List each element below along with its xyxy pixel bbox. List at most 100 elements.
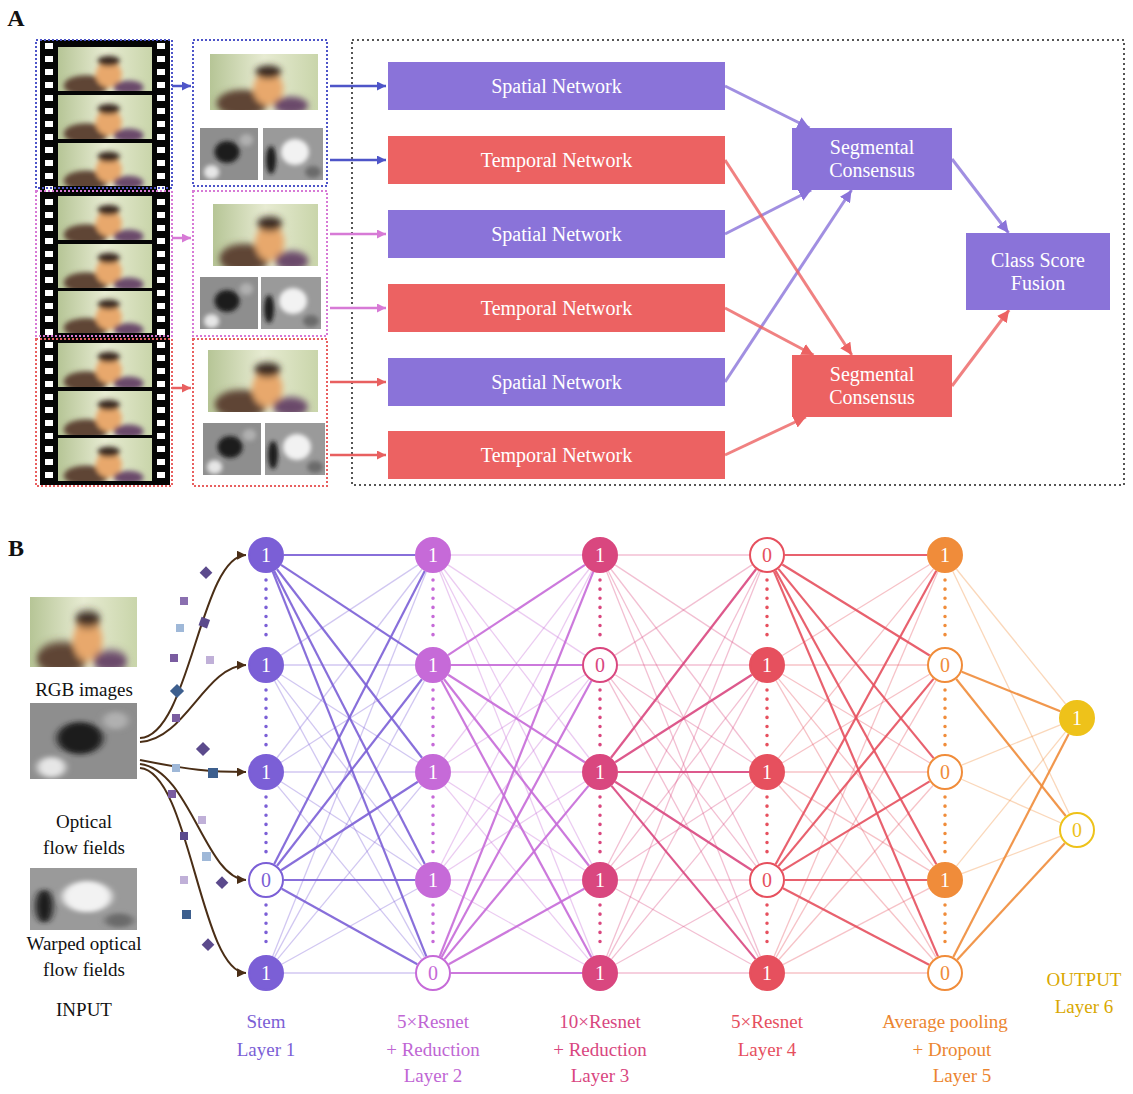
network-connection xyxy=(778,569,933,758)
neuron-circle: 0 xyxy=(749,537,785,573)
network-connection xyxy=(284,972,415,973)
particle xyxy=(170,684,184,698)
neuron-value: 0 xyxy=(940,762,950,782)
layer-label: Layer 3 xyxy=(571,1066,630,1087)
video-frame xyxy=(58,438,152,486)
network-connection xyxy=(616,889,752,964)
flow-snippet xyxy=(265,423,325,475)
network-box: Spatial Network xyxy=(388,210,725,258)
neuron-circle: 1 xyxy=(582,955,618,991)
input-arrow xyxy=(330,233,386,236)
neuron-circle: 0 xyxy=(248,862,284,898)
column-dot-line xyxy=(264,580,268,642)
particle xyxy=(172,714,180,722)
video-frame xyxy=(58,291,152,338)
neuron-circle: 1 xyxy=(415,754,451,790)
flow-arrow xyxy=(725,417,806,455)
network-connection xyxy=(273,572,427,957)
neuron-value: 1 xyxy=(261,762,271,782)
input-arrow xyxy=(330,381,386,384)
neuron-circle: 1 xyxy=(248,647,284,683)
input-curve xyxy=(140,555,246,738)
neuron-circle: 1 xyxy=(415,537,451,573)
neuron-value: 0 xyxy=(762,545,772,565)
neuron-value: 0 xyxy=(940,963,950,983)
flow-arrow xyxy=(952,310,1009,386)
sample-arrow xyxy=(172,237,191,240)
network-connection xyxy=(779,785,933,959)
input-curve xyxy=(140,768,246,973)
column-dot-line xyxy=(943,580,947,642)
segment-box xyxy=(36,40,172,188)
network-connection xyxy=(277,569,422,757)
network-connection xyxy=(284,554,415,556)
network-connection xyxy=(442,681,592,957)
panel-letter: A xyxy=(7,5,24,31)
input-label: RGB images xyxy=(35,680,133,701)
network-connection xyxy=(611,679,756,866)
network-connection xyxy=(444,569,589,757)
segment-box xyxy=(36,339,172,486)
column-dot-line xyxy=(765,580,769,642)
network-connection xyxy=(953,734,1068,957)
particle xyxy=(180,832,188,840)
particle xyxy=(206,656,214,664)
particle xyxy=(199,617,211,629)
neuron-circle: 1 xyxy=(1059,700,1095,736)
neuron-circle: 1 xyxy=(248,955,284,991)
neuron-value: 1 xyxy=(428,545,438,565)
column-dot-line xyxy=(598,690,602,750)
layer-label: + Reduction xyxy=(386,1040,480,1061)
neuron-circle: 0 xyxy=(927,955,963,991)
flow-snippet xyxy=(200,128,258,180)
particle xyxy=(168,790,176,798)
network-connection xyxy=(778,679,933,866)
network-connection xyxy=(779,785,933,959)
column-dot-line xyxy=(943,797,947,857)
input-curve xyxy=(140,665,246,742)
feature-particles xyxy=(168,566,228,951)
flow-snippet xyxy=(261,277,321,329)
input-arrow xyxy=(330,159,386,162)
network-box: Temporal Network xyxy=(388,431,725,479)
input-label: Warped optical xyxy=(26,934,141,955)
column-dot-line xyxy=(765,690,769,750)
layer-label: + Reduction xyxy=(553,1040,647,1061)
neuron-circle: 1 xyxy=(248,537,284,573)
network-connection xyxy=(618,972,749,973)
input-label: Optical xyxy=(56,812,112,833)
network-box: Segmental Consensus xyxy=(792,128,952,190)
panel-letter: B xyxy=(8,535,24,561)
particle xyxy=(202,852,211,861)
particle xyxy=(216,876,229,889)
neuron-circle: 1 xyxy=(582,862,618,898)
video-frame xyxy=(58,196,152,245)
column-dot-line xyxy=(765,797,769,857)
video-frame xyxy=(58,47,152,96)
flow-snippet xyxy=(200,277,258,329)
network-connection xyxy=(611,569,756,757)
neuron-circle: 0 xyxy=(749,862,785,898)
network-connection xyxy=(281,782,418,870)
network-connection xyxy=(612,786,756,959)
network-connection xyxy=(962,836,1060,873)
sample-arrow xyxy=(172,387,191,390)
input-arrow xyxy=(330,85,386,88)
neuron-circle: 1 xyxy=(248,754,284,790)
network-connection xyxy=(449,889,585,964)
box-label: Spatial Network xyxy=(491,371,622,394)
layer-label: + Dropout xyxy=(913,1040,992,1061)
network-connection xyxy=(440,572,594,957)
neuron-circle: 1 xyxy=(927,862,963,898)
neuron-value: 0 xyxy=(261,870,271,890)
box-label: Class Score Fusion xyxy=(976,249,1100,295)
layer-label: Layer 4 xyxy=(738,1040,797,1061)
neuron-value: 0 xyxy=(428,963,438,983)
network-connection xyxy=(616,889,752,964)
network-connection xyxy=(953,571,1069,814)
sprocket-holes xyxy=(40,40,170,485)
network-connection xyxy=(445,786,589,959)
network-connection xyxy=(448,782,585,870)
network-connection xyxy=(782,781,929,870)
flow-snippet xyxy=(203,423,261,475)
